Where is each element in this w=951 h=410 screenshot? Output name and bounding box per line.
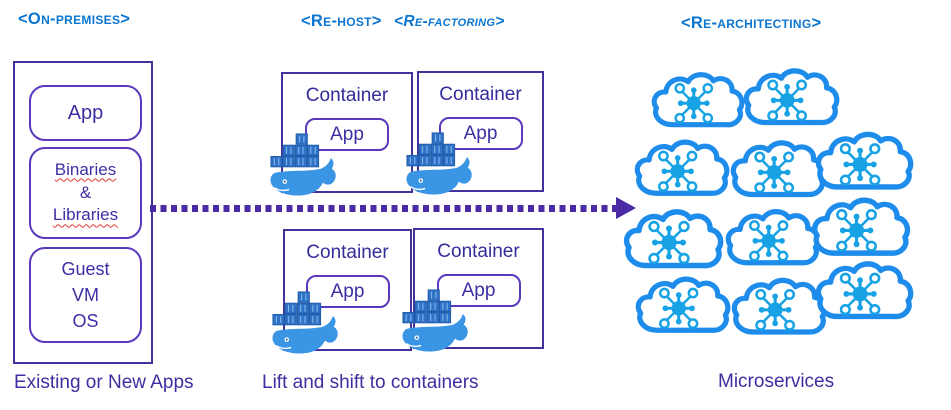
app-layer-box: App [29,85,142,141]
microservices-hub-icon [633,268,732,341]
re-architecting-header: <Re-architecting> [681,14,822,32]
container-title: Container [439,84,522,105]
re-factoring-header: <Re-factoring> [394,13,505,30]
rehost-caption: Lift and shift to containers [262,372,479,393]
binaries-libraries-box: Binaries & Libraries [29,147,142,239]
microservices-hub-icon [813,255,915,325]
docker-whale-icon [405,132,473,196]
container-box: Container App [271,229,412,355]
app-layer-label: App [67,101,104,124]
cloud-icon [813,255,915,325]
on-premises-header: <On-premises> [18,10,131,28]
microservices-hub-icon [809,192,912,261]
vm-stack-box: App Binaries & Libraries Guest VM OS [13,61,153,364]
docker-whale-icon [271,291,339,355]
container-box: Container App [405,71,544,196]
microservices-hub-icon [632,132,731,203]
cloud-icon [741,59,841,134]
ampersand-label: & [79,182,92,202]
guest-vm-os-box: Guest VM OS [29,247,142,343]
microservices-hub-icon [813,126,915,195]
migration-arrow-line [150,205,618,212]
cloud-icon [649,63,746,136]
cloud-icon [813,126,915,195]
guest-label: Guest [61,258,110,279]
microservices-hub-icon [621,202,725,275]
microservices-caption: Microservices [718,371,835,392]
cloud-icon [723,202,822,272]
microservices-hub-icon [723,202,822,272]
container-box: Container App [401,228,544,353]
docker-whale-icon [401,289,469,353]
libraries-label: Libraries [52,205,119,225]
microservices-hub-icon [649,63,746,136]
cloud-icon [632,132,731,203]
container-box: Container App [269,72,413,197]
vm-label: VM [72,284,99,305]
migration-arrow-head [616,197,636,219]
cloud-icon [621,202,725,275]
cloud-icon [809,192,912,261]
cloud-icon [633,268,732,341]
container-title: Container [437,241,520,262]
os-label: OS [72,311,99,332]
on-premises-caption: Existing or New Apps [14,372,194,393]
microservices-hub-icon [741,59,841,134]
re-host-header: <Re-host> [301,12,382,30]
container-title: Container [305,85,389,106]
container-title: Container [306,242,389,263]
docker-whale-icon [269,133,337,197]
binaries-label: Binaries [54,159,117,179]
